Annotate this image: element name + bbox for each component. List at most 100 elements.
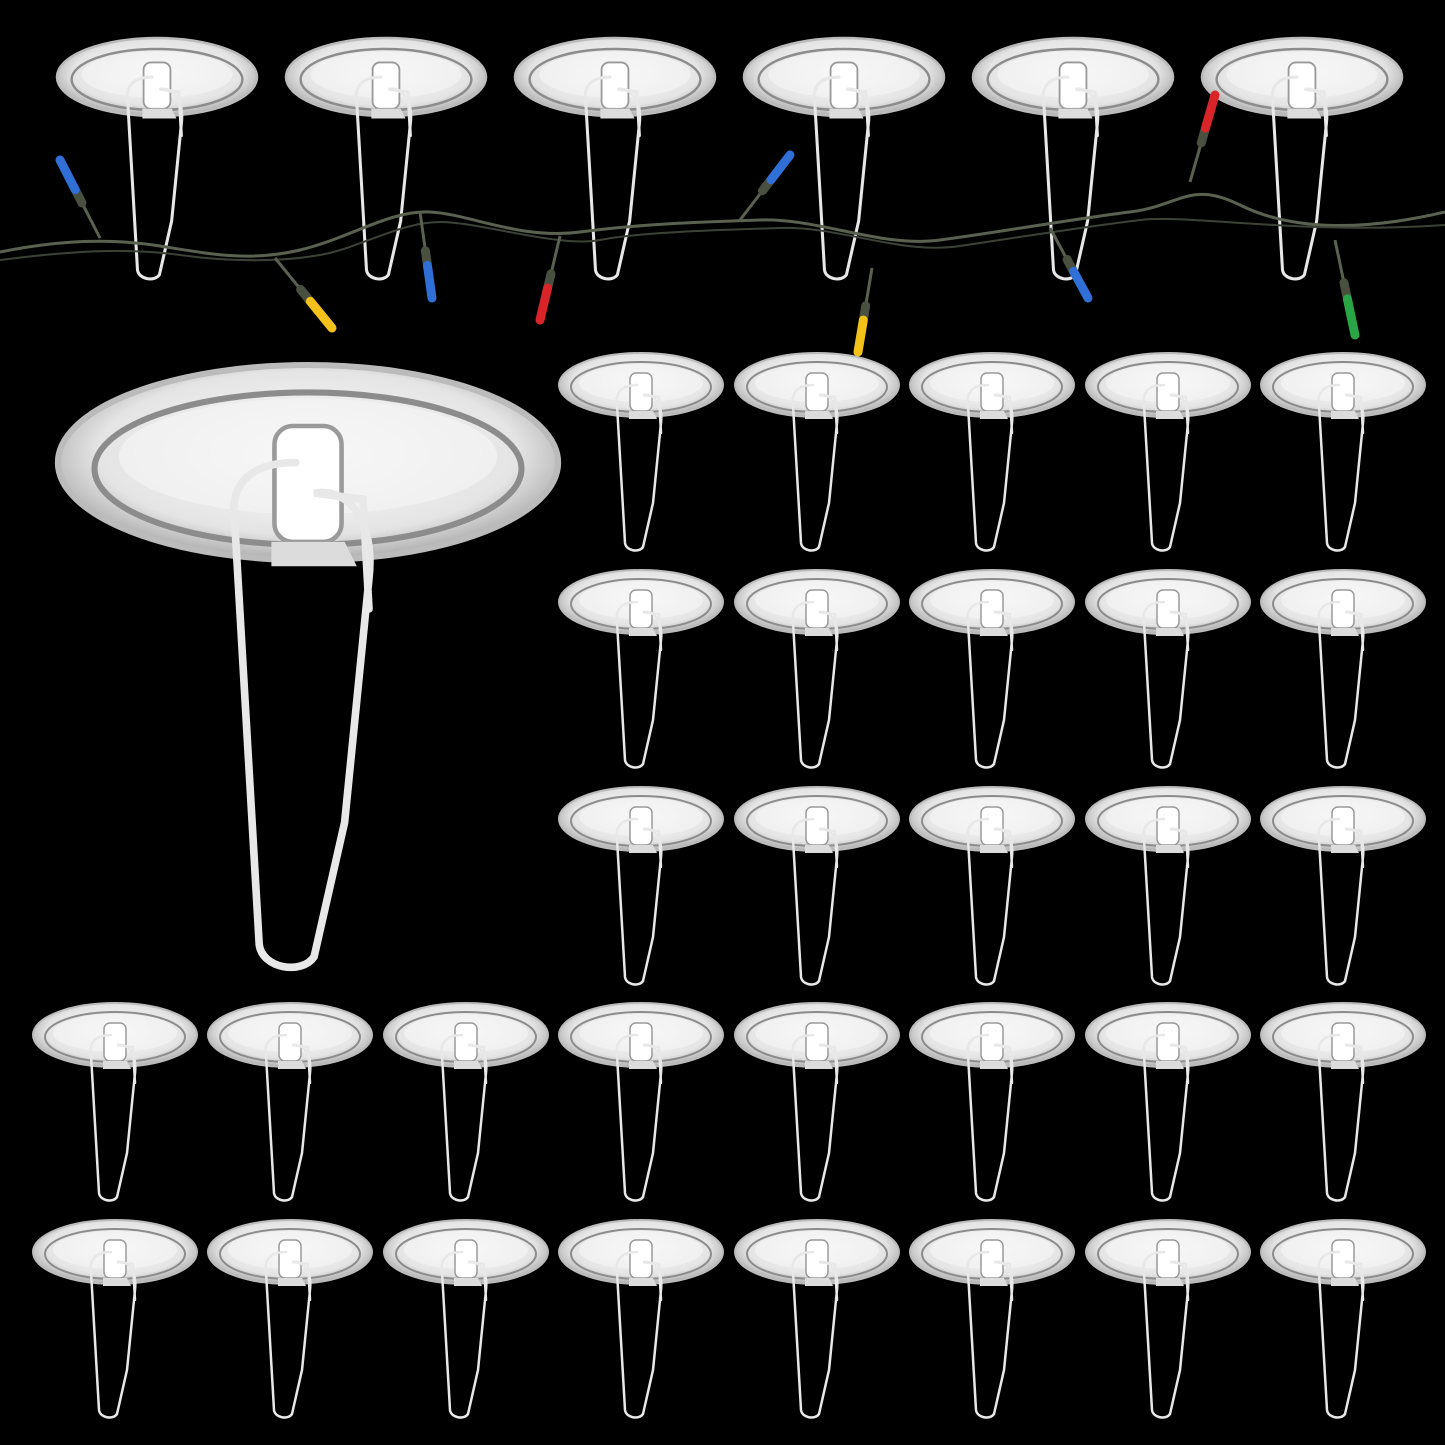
hook-clip [805, 372, 829, 412]
wire-hook [966, 600, 1014, 769]
hook-clip [980, 1022, 1004, 1062]
wire-hook [791, 1250, 839, 1419]
hook-clip [980, 372, 1004, 412]
suction-cup-hook [734, 352, 900, 552]
hook-clip [805, 1239, 829, 1279]
hook-clip [1156, 806, 1180, 846]
wire-hook [791, 383, 839, 552]
hook-clip [1331, 589, 1355, 629]
hook-clip [371, 61, 401, 110]
wire-hook [1317, 817, 1365, 986]
suction-cup-hook [742, 36, 946, 281]
hook-clip [1331, 1022, 1355, 1062]
wire-hook [1317, 383, 1365, 552]
suction-cup-hook [909, 569, 1075, 769]
suction-cup-hook [32, 1002, 198, 1202]
wire-hook [1317, 1250, 1365, 1419]
wire-hook [1270, 75, 1329, 281]
hook-clip [629, 806, 653, 846]
suction-cup-hook [971, 36, 1175, 281]
wire-hook [354, 75, 413, 281]
suction-cup-hook [207, 1002, 373, 1202]
wire-hook [89, 1250, 137, 1419]
hook-clip [629, 1239, 653, 1279]
wire-hook [583, 75, 642, 281]
suction-cup-hook [558, 786, 724, 986]
hook-clip [1156, 1239, 1180, 1279]
hook-clip [629, 372, 653, 412]
suction-cup-hook [909, 1002, 1075, 1202]
suction-cup-hook [1085, 1219, 1251, 1419]
hook-clip [1156, 1022, 1180, 1062]
hook-clip [829, 61, 859, 110]
light-bulb [738, 150, 795, 221]
suction-cup-hook [558, 352, 724, 552]
light-bulb [1048, 227, 1093, 303]
wire-hook [89, 1033, 137, 1202]
suction-cup-hook [383, 1002, 549, 1202]
wire-hook [1142, 1250, 1190, 1419]
suction-cup-hook [383, 1219, 549, 1419]
light-bulb [853, 267, 874, 357]
wire-hook [264, 1033, 312, 1202]
wire-hook [440, 1033, 488, 1202]
light-bulb [1333, 239, 1360, 340]
suction-cup-hook [1085, 569, 1251, 769]
hook-clip [629, 589, 653, 629]
suction-cup-hook [54, 361, 562, 972]
wire-hook [615, 1250, 663, 1419]
wire-hook [615, 817, 663, 986]
suction-cup-hook [558, 569, 724, 769]
light-bulb [55, 155, 102, 239]
hook-clip [278, 1022, 302, 1062]
suction-cup-hook [1085, 1002, 1251, 1202]
wire-hook [791, 600, 839, 769]
suction-cup-hook [909, 1219, 1075, 1419]
wire-hook [1041, 75, 1100, 281]
hook-clip [805, 589, 829, 629]
hook-clip [805, 806, 829, 846]
hook-clip [629, 1022, 653, 1062]
wire-hook [615, 1033, 663, 1202]
wire-hook [615, 600, 663, 769]
wire-hook [264, 1250, 312, 1419]
hook-clip [1156, 589, 1180, 629]
wire-hook [440, 1250, 488, 1419]
wire-hook [966, 817, 1014, 986]
light-bulb [273, 257, 337, 333]
wire-hook [1142, 600, 1190, 769]
suction-cup-hook [1200, 36, 1404, 281]
wire-hook [1142, 383, 1190, 552]
suction-cup-hook [558, 1219, 724, 1419]
light-bulb [1188, 90, 1220, 183]
suction-cup-hook [734, 786, 900, 986]
wire-hook [791, 1033, 839, 1202]
suction-cup-hook [909, 352, 1075, 552]
hook-clip [103, 1022, 127, 1062]
suction-cup-hook [1085, 352, 1251, 552]
suction-cup-hook [513, 36, 717, 281]
suction-cup-hook [734, 569, 900, 769]
suction-cup-hook [55, 36, 259, 281]
light-string [0, 90, 1445, 357]
light-bulb [535, 235, 562, 325]
hook-clip [1331, 806, 1355, 846]
light-bulb [418, 211, 437, 303]
suction-cup-hook [909, 786, 1075, 986]
hook-clip [1331, 372, 1355, 412]
suction-cup-hook [1260, 352, 1426, 552]
hook-clip [1058, 61, 1088, 110]
suction-cup-hook [207, 1219, 373, 1419]
wire-hook [966, 383, 1014, 552]
suction-cup-hook [1260, 786, 1426, 986]
hook-clip [103, 1239, 127, 1279]
suction-cup-hook [1260, 1219, 1426, 1419]
suction-cup-hook [1260, 569, 1426, 769]
hook-clip [980, 589, 1004, 629]
hook-clip [1287, 61, 1317, 110]
hook-clip [600, 61, 630, 110]
wire-hook [966, 1033, 1014, 1202]
hook-clip [980, 1239, 1004, 1279]
wire-hook [229, 458, 374, 972]
